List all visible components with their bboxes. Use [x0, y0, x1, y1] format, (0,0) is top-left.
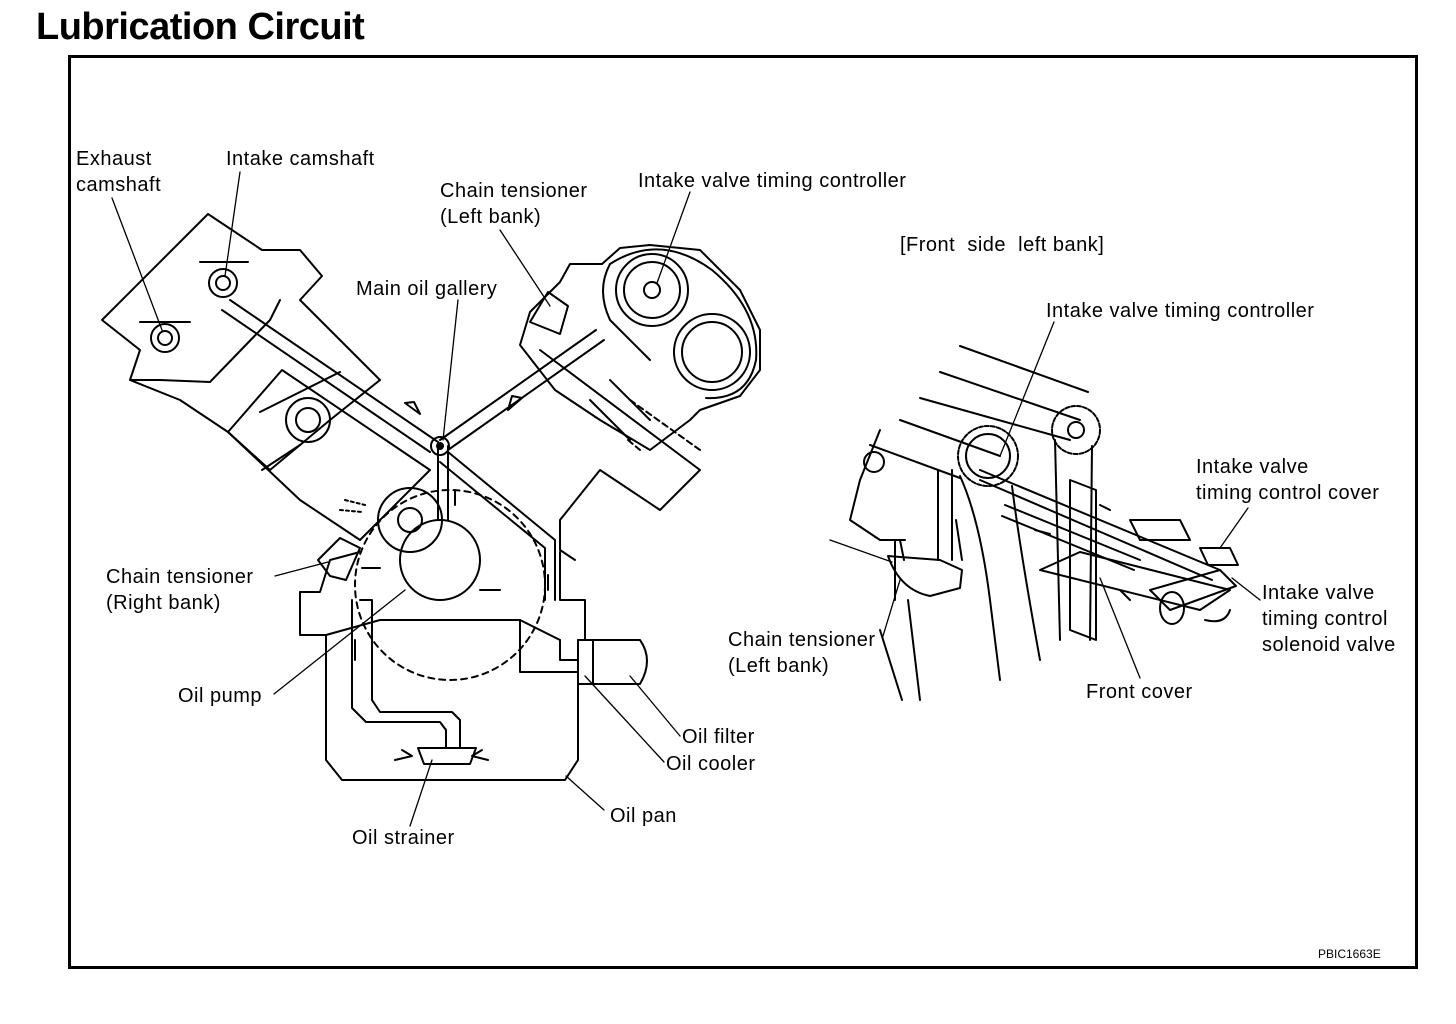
page-title: Lubrication Circuit [36, 6, 365, 48]
oil-strainer-label: Oil strainer [352, 827, 455, 849]
chain-tensioner-right-bank-label: Chain tensioner (Right bank) [106, 566, 254, 614]
inset-solenoid-valve-label: Intake valve timing control solenoid val… [1262, 582, 1396, 656]
inset-intake-vtc-label: Intake valve timing controller [1046, 300, 1315, 322]
exhaust-camshaft-label: Exhaust camshaft [76, 148, 162, 196]
inset-heading: [Front side left bank] [900, 234, 1105, 256]
oil-pan-label: Oil pan [610, 805, 677, 827]
diagram-frame [68, 55, 1418, 969]
inset-leader-lines [829, 321, 1261, 679]
oil-pump-label: Oil pump [178, 685, 263, 707]
inset-chain-tensioner-label: Chain tensioner (Left bank) [728, 629, 876, 677]
inset-vtc-cover-label: Intake valve timing control cover [1196, 456, 1380, 504]
intake-camshaft-label: Intake camshaft [226, 148, 375, 170]
inset-front-cover-label: Front cover [1086, 681, 1193, 703]
oil-filter-label: Oil filter [682, 726, 755, 748]
inset-diagram [849, 345, 1239, 701]
engine-block [101, 213, 761, 781]
chain-tensioner-left-bank-label: Chain tensioner (Left bank) [440, 180, 588, 228]
main-oil-gallery-label: Main oil gallery [356, 278, 498, 300]
intake-vtc-label: Intake valve timing controller [638, 170, 907, 192]
main-leader-lines [111, 171, 691, 827]
figure-code: PBIC1663E [1318, 947, 1381, 961]
oil-cooler-label: Oil cooler [666, 753, 756, 775]
